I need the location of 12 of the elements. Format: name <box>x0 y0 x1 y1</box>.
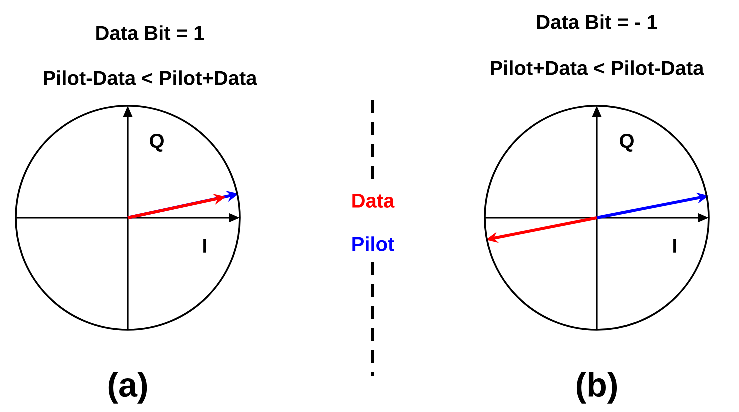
inequality-label: Pilot-Data < Pilot+Data <box>44 70 258 86</box>
axis-label: Q <box>620 134 634 152</box>
heading: Data Bit = 1 <box>96 26 204 40</box>
axis-label: Q <box>150 134 164 152</box>
panel-label: (a) <box>108 372 148 404</box>
inequality-label: Pilot+Data < Pilot-Data <box>491 60 704 76</box>
axis-label: I <box>674 239 676 253</box>
legend-label: Pilot <box>352 236 394 252</box>
legend-label: Data <box>352 194 395 208</box>
heading: Data Bit = - 1 <box>537 14 658 30</box>
panel-label: (b) <box>576 372 618 404</box>
axis-label: I <box>204 239 206 253</box>
